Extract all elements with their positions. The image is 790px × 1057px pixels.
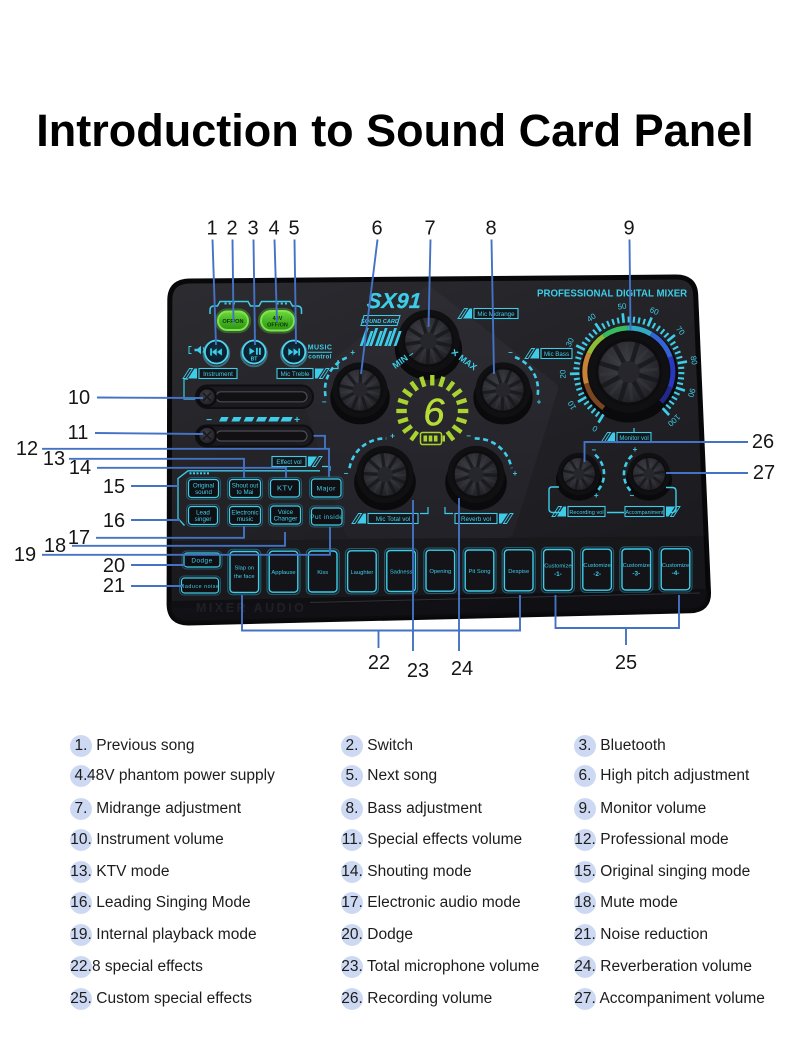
svg-text:+: + (537, 398, 542, 407)
svg-text:to Mai: to Mai (237, 489, 254, 496)
svg-text:+: + (294, 415, 300, 426)
svg-text:18: 18 (44, 535, 66, 557)
svg-text:2: 2 (226, 218, 237, 240)
svg-text:Opening: Opening (429, 569, 451, 575)
svg-text:+: + (633, 445, 638, 454)
svg-text:22: 22 (368, 652, 390, 674)
svg-text:Original: Original (193, 483, 214, 490)
svg-text:Customize: Customize (583, 563, 610, 569)
svg-text:20: 20 (103, 555, 125, 577)
svg-text:Mic Treble: Mic Treble (280, 371, 310, 378)
svg-text:26: 26 (752, 431, 774, 453)
svg-text:singer: singer (195, 516, 212, 523)
svg-text:12: 12 (16, 438, 38, 460)
svg-text:Mic Bass: Mic Bass (544, 351, 569, 358)
svg-text:BT: BT (251, 356, 258, 362)
svg-text:Customize: Customize (544, 564, 571, 570)
svg-text:Instrument: Instrument (203, 371, 233, 378)
svg-text:Major: Major (316, 485, 336, 492)
svg-text:17: 17 (68, 527, 90, 549)
svg-text:19: 19 (14, 544, 36, 566)
svg-text:11: 11 (68, 422, 89, 444)
svg-text:the face: the face (234, 574, 255, 580)
svg-text:80: 80 (689, 355, 700, 366)
svg-text:Shout out: Shout out (232, 483, 259, 490)
svg-text:Effect vol: Effect vol (276, 459, 301, 466)
svg-text:-4-: -4- (672, 570, 680, 577)
svg-text:−: − (344, 469, 349, 478)
svg-text:4: 4 (268, 218, 279, 240)
svg-text:−: − (206, 415, 212, 426)
svg-text:Electronic: Electronic (231, 510, 258, 517)
svg-text:10: 10 (68, 387, 90, 409)
svg-text:Mic Total vol: Mic Total vol (376, 516, 411, 523)
svg-text:5: 5 (288, 218, 299, 240)
svg-text:+: + (350, 348, 355, 357)
svg-text:Lead: Lead (196, 510, 210, 517)
svg-text:30: 30 (564, 336, 576, 348)
svg-text:sound: sound (195, 489, 212, 496)
svg-text:MIXER AUDIO: MIXER AUDIO (196, 601, 306, 615)
svg-text:Put inside: Put inside (310, 514, 343, 521)
svg-text:Slap on: Slap on (234, 566, 254, 572)
svg-text:−: − (591, 445, 596, 454)
svg-text:Despise: Despise (508, 569, 529, 575)
svg-text:0: 0 (590, 423, 599, 433)
svg-text:Sadness: Sadness (390, 570, 413, 576)
svg-text:MUSIC: MUSIC (308, 345, 333, 352)
svg-text:−: − (466, 431, 471, 440)
svg-text:-2-: -2- (593, 571, 601, 578)
svg-text:21: 21 (103, 575, 125, 597)
svg-text:16: 16 (103, 510, 125, 532)
svg-text:Voice: Voice (278, 509, 294, 516)
svg-text:−: − (629, 491, 634, 500)
svg-text:14: 14 (69, 457, 91, 479)
svg-text:music: music (237, 516, 253, 523)
svg-text:Customize: Customize (623, 563, 650, 569)
svg-text:13: 13 (43, 448, 65, 470)
svg-text:Applause: Applause (271, 570, 295, 576)
svg-text:8: 8 (485, 218, 496, 240)
svg-text:PROFESSIONAL DIGITAL MIXER: PROFESSIONAL DIGITAL MIXER (537, 289, 687, 300)
svg-text:60: 60 (648, 305, 660, 317)
svg-text:+: + (390, 431, 395, 440)
svg-text:1: 1 (206, 218, 217, 240)
svg-text:3: 3 (247, 218, 258, 240)
svg-text:Mic Midrange: Mic Midrange (477, 311, 515, 318)
svg-text:90: 90 (686, 387, 698, 399)
svg-text:24: 24 (451, 658, 473, 680)
svg-text:-1-: -1- (554, 571, 562, 578)
svg-text:Customize: Customize (662, 563, 689, 569)
svg-text:OFF/ON: OFF/ON (267, 323, 288, 329)
svg-text:9: 9 (623, 218, 634, 240)
svg-text:Accompaniment: Accompaniment (626, 510, 665, 516)
svg-text:6: 6 (371, 218, 382, 240)
svg-text:SX91: SX91 (366, 289, 422, 313)
svg-text:6: 6 (423, 392, 445, 434)
svg-text:-3-: -3- (632, 571, 640, 578)
svg-text:50: 50 (617, 302, 627, 312)
svg-text:+: + (594, 491, 599, 500)
svg-text:−: − (508, 348, 513, 357)
svg-text:20: 20 (558, 369, 567, 379)
svg-text:−: − (322, 398, 327, 407)
svg-text:7: 7 (424, 218, 435, 240)
svg-text:27: 27 (753, 462, 775, 484)
svg-text:control: control (308, 354, 331, 361)
svg-text:+: + (513, 469, 518, 478)
svg-text:SOUND CARD: SOUND CARD (361, 319, 399, 325)
svg-text:15: 15 (103, 476, 125, 498)
svg-text:Kiss: Kiss (317, 570, 328, 576)
svg-text:KTV: KTV (277, 484, 293, 493)
svg-text:23: 23 (407, 660, 429, 682)
svg-text:Laughter: Laughter (350, 570, 373, 576)
svg-text:Reverb vol: Reverb vol (461, 516, 491, 523)
svg-text:Raduce noise: Raduce noise (181, 584, 220, 590)
svg-text:Dodge: Dodge (191, 557, 212, 564)
svg-text:Pit Song: Pit Song (469, 569, 491, 575)
svg-text:Changer: Changer (274, 516, 298, 523)
svg-text:Recording vol: Recording vol (569, 510, 603, 516)
svg-text:25: 25 (615, 652, 637, 674)
svg-text:Monitor vol: Monitor vol (619, 436, 648, 442)
